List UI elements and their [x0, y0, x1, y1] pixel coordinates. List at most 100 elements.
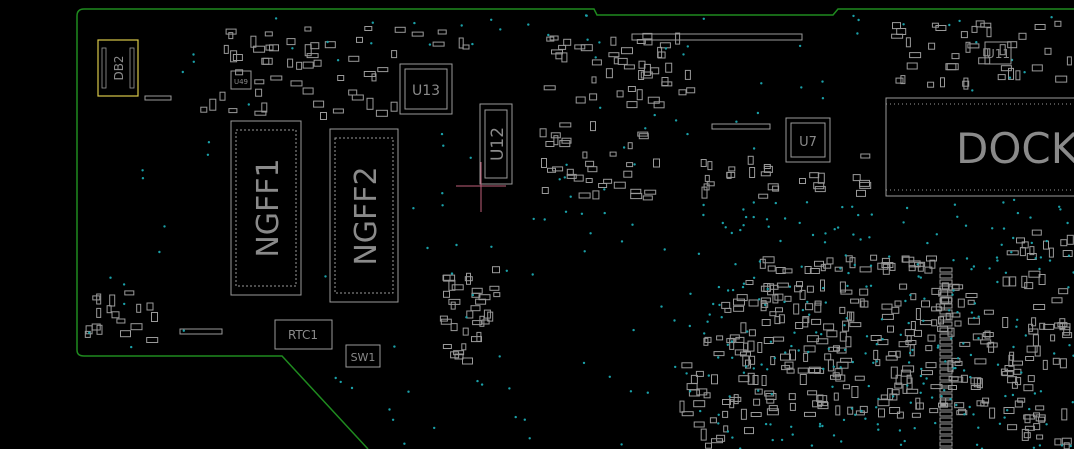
smd-part [686, 87, 696, 94]
smd-part [859, 298, 865, 308]
label-db2: DB2 [112, 55, 126, 80]
via [832, 365, 835, 368]
via [911, 348, 914, 352]
smd-part [909, 52, 922, 59]
component-u12[interactable]: U12 [479, 103, 513, 185]
smd-part [906, 388, 919, 394]
smd-part [938, 402, 948, 408]
smd-part [589, 93, 598, 101]
connector-pin [939, 399, 953, 405]
via [1045, 423, 1048, 426]
via [726, 289, 730, 292]
connector-pin [939, 351, 953, 357]
smd-part [679, 400, 685, 413]
smd-part [803, 345, 816, 353]
via [1029, 216, 1032, 219]
smd-part [1009, 351, 1015, 361]
smd-part [476, 331, 482, 342]
smd-part [371, 73, 377, 82]
via [904, 299, 907, 303]
smd-part [681, 362, 693, 369]
component-sw1[interactable]: SW1 [345, 344, 381, 368]
component-u49[interactable]: U49 [230, 70, 252, 90]
smd-part [873, 349, 879, 360]
via [744, 215, 748, 219]
smd-part [332, 108, 344, 114]
component-u11[interactable]: U11 [984, 41, 1012, 65]
smd-part [1062, 332, 1073, 339]
smd-part [1048, 247, 1054, 258]
component-u7[interactable]: U7 [785, 117, 831, 163]
smd-part [775, 267, 786, 274]
smd-part [481, 319, 490, 325]
smd-part [1050, 334, 1056, 342]
smd-part [644, 189, 657, 195]
smd-part [895, 77, 904, 84]
via [940, 395, 943, 398]
smd-part [924, 266, 933, 274]
via [569, 195, 572, 198]
via [859, 238, 862, 241]
component-ngff1[interactable]: NGFF1 [230, 120, 302, 296]
smd-part [891, 306, 900, 314]
via [746, 330, 749, 333]
smd-part [972, 333, 983, 341]
via [937, 344, 940, 347]
component-ngff2[interactable]: NGFF2 [329, 128, 399, 303]
smd-part [608, 52, 620, 58]
smd-part [653, 101, 665, 109]
via [1004, 394, 1007, 398]
via [917, 275, 920, 278]
smd-part [621, 47, 633, 55]
smd-part [982, 332, 994, 337]
connector-pin [939, 333, 953, 339]
via [697, 252, 701, 255]
via [872, 361, 875, 364]
smd-part [348, 55, 360, 62]
via [163, 225, 166, 228]
smd-part [377, 67, 389, 73]
smd-part [859, 266, 872, 273]
component-rtc1[interactable]: RTC1 [274, 319, 333, 350]
smd-part [745, 280, 754, 285]
via [752, 201, 755, 204]
component-u13[interactable]: U13 [399, 63, 453, 115]
via [721, 221, 724, 225]
smd-part [845, 255, 853, 263]
smd-part [906, 335, 912, 343]
via [865, 285, 868, 288]
via [841, 205, 844, 209]
component-dock[interactable]: DOCK [885, 97, 1074, 197]
via [758, 260, 762, 263]
smd-part [850, 298, 860, 304]
smd-part [914, 261, 926, 267]
connector-pin [939, 441, 953, 447]
smd-part [394, 26, 406, 33]
smd-part [774, 293, 784, 301]
smd-part [1033, 304, 1046, 310]
smd-part [820, 279, 825, 292]
via [450, 272, 454, 275]
smd-part [747, 340, 755, 352]
smd-part [200, 106, 208, 113]
smd-part [605, 68, 613, 79]
smd-part [926, 255, 937, 262]
component-db2[interactable]: DB2 [97, 39, 139, 97]
smd-part [757, 342, 763, 353]
smd-part [609, 151, 617, 157]
via [730, 340, 734, 343]
smd-part [898, 341, 909, 348]
connector-pin [939, 363, 953, 369]
via [336, 59, 340, 62]
via [726, 343, 729, 346]
smd-part [228, 108, 238, 114]
smd-part [894, 300, 902, 307]
smd-part [954, 360, 963, 366]
via [608, 375, 611, 378]
smd-part [653, 158, 660, 168]
via [805, 201, 809, 204]
smd-part [558, 44, 567, 50]
via [919, 276, 922, 279]
smd-part [450, 351, 460, 359]
